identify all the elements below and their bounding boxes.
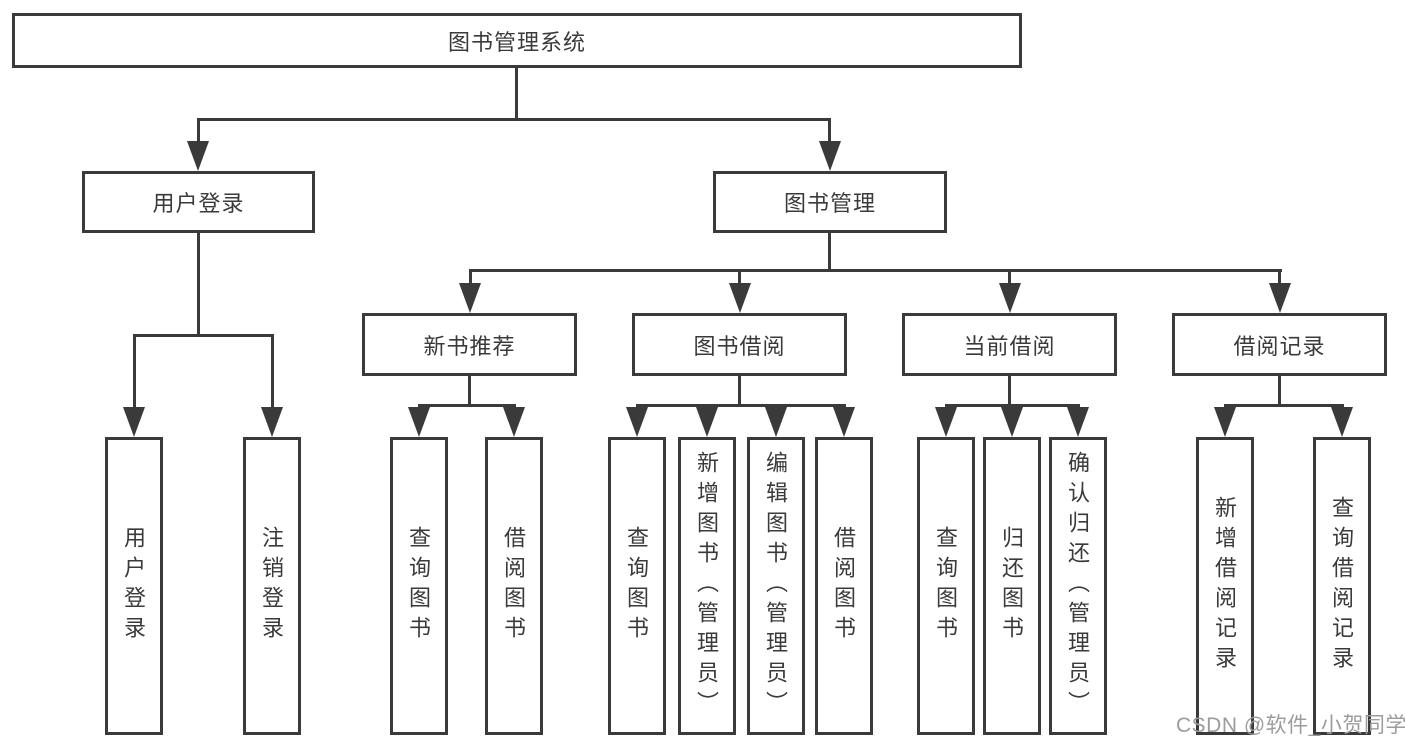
arrowhead-icon	[935, 407, 957, 437]
connector-new-book-stem	[468, 376, 471, 407]
arrowhead-icon	[503, 407, 525, 437]
connector-current-borrow-hbar	[945, 404, 1080, 407]
leaf-query-books-current: 查询图书	[917, 437, 975, 735]
connector-book-borrow-hbar	[636, 404, 846, 407]
arrowhead-icon	[1067, 407, 1089, 437]
arrowhead-icon	[1269, 283, 1291, 313]
node-book-borrowing: 图书借阅	[632, 313, 847, 376]
connector-arrow-stem	[133, 334, 136, 410]
node-book-management: 图书管理	[713, 171, 947, 233]
arrowhead-icon	[696, 407, 718, 437]
arrowhead-icon	[999, 283, 1021, 313]
connector-arrow-stem	[271, 334, 274, 410]
arrowhead-icon	[261, 407, 283, 437]
connector-book-mgmt-stem	[828, 233, 831, 271]
leaf-borrow-books-borrowing: 借阅图书	[815, 437, 873, 735]
connector-arrow-stem	[1008, 269, 1011, 286]
connector-borrow-records-hbar	[1224, 404, 1344, 407]
leaf-edit-books-admin: 编辑图书（管理员）	[747, 437, 805, 735]
leaf-confirm-return-admin: 确认归还（管理员）	[1049, 437, 1107, 735]
leaf-add-borrow-record: 新增借阅记录	[1196, 437, 1254, 735]
connector-root-hbar	[197, 118, 831, 121]
connector-arrow-stem	[1278, 269, 1281, 286]
connector-book-mgmt-hbar	[469, 269, 1282, 272]
leaf-query-borrow-record: 查询借阅记录	[1313, 437, 1371, 735]
arrowhead-icon	[187, 141, 209, 171]
leaf-query-books-borrowing: 查询图书	[608, 437, 666, 735]
connector-root-stem	[515, 68, 518, 121]
connector-arrow-stem	[828, 118, 831, 146]
connector-new-book-hbar	[418, 404, 516, 407]
csdn-watermark: CSDN @软件_小贺同学	[1176, 714, 1405, 737]
arrowhead-icon	[765, 407, 787, 437]
arrowhead-icon	[1331, 407, 1353, 437]
leaf-add-books-admin: 新增图书（管理员）	[678, 437, 736, 735]
connector-arrow-stem	[469, 269, 472, 286]
connector-current-borrow-stem	[1008, 376, 1011, 407]
arrowhead-icon	[729, 283, 751, 313]
connector-user-login-hbar	[133, 334, 274, 337]
arrowhead-icon	[123, 407, 145, 437]
connector-arrow-stem	[738, 269, 741, 286]
connector-book-borrow-stem	[738, 376, 741, 407]
leaf-return-books: 归还图书	[983, 437, 1041, 735]
arrowhead-icon	[833, 407, 855, 437]
leaf-borrow-books-recommend: 借阅图书	[485, 437, 543, 735]
node-user-login: 用户登录	[82, 171, 315, 233]
arrowhead-icon	[819, 141, 841, 171]
connector-arrow-stem	[197, 118, 200, 146]
node-library-management-system: 图书管理系统	[12, 13, 1022, 68]
node-new-book-recommend: 新书推荐	[362, 313, 577, 376]
leaf-user-login: 用户登录	[105, 437, 163, 735]
arrowhead-icon	[1214, 407, 1236, 437]
leaf-query-books-recommend: 查询图书	[390, 437, 448, 735]
leaf-logout: 注销登录	[243, 437, 301, 735]
arrowhead-icon	[1001, 407, 1023, 437]
node-borrowing-records: 借阅记录	[1172, 313, 1387, 376]
arrowhead-icon	[408, 407, 430, 437]
arrowhead-icon	[459, 283, 481, 313]
connector-borrow-records-stem	[1278, 376, 1281, 407]
arrowhead-icon	[626, 407, 648, 437]
connector-user-login-stem	[197, 233, 200, 336]
node-current-borrowing: 当前借阅	[902, 313, 1117, 376]
